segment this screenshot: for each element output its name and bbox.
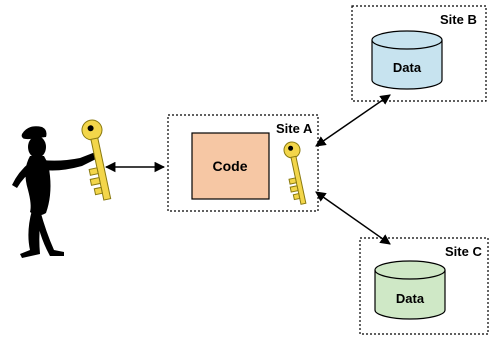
code-label: Code bbox=[213, 158, 248, 174]
arrow-site-a-site-c bbox=[315, 191, 391, 245]
key-icon bbox=[283, 141, 307, 205]
person-silhouette-icon bbox=[12, 126, 100, 258]
site-b-label: Site B bbox=[440, 12, 477, 27]
data-c-label: Data bbox=[396, 291, 425, 306]
site-a-label: Site A bbox=[276, 121, 313, 136]
database-cylinder-icon bbox=[374, 260, 446, 320]
site-c-box bbox=[359, 237, 489, 335]
code-box bbox=[191, 132, 270, 200]
site-a-box bbox=[167, 114, 319, 212]
arrow-site-a-site-b bbox=[315, 94, 391, 147]
database-cylinder-icon bbox=[371, 30, 443, 90]
site-b-box bbox=[351, 5, 487, 102]
key-icon bbox=[81, 119, 112, 201]
data-b-label: Data bbox=[393, 60, 422, 75]
site-c-label: Site C bbox=[445, 244, 482, 259]
